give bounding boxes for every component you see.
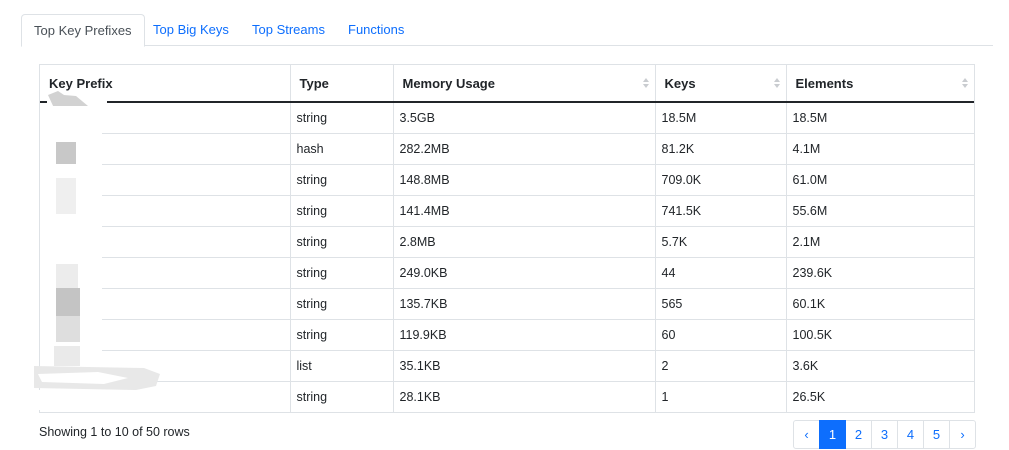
cell-type: string: [289, 102, 393, 133]
cell-memory-usage: 282.2MB: [392, 132, 655, 164]
cell-memory-usage: 35.1KB: [392, 349, 655, 381]
column-header-label: Type: [299, 75, 329, 91]
column-header-elements[interactable]: Elements: [785, 65, 974, 103]
column-header-label: Memory Usage: [402, 75, 495, 91]
cell-key-prefix: [40, 132, 290, 164]
report-tabs: Top Key Prefixes Top Big Keys Top Stream…: [21, 14, 993, 47]
page-4-button[interactable]: 4: [897, 420, 924, 449]
cell-key-prefix: [40, 102, 290, 133]
cell-elements: 60.1K: [785, 287, 974, 319]
table-header-row: Key Prefix Type Memory Usage Keys Elemen…: [40, 65, 974, 103]
cell-keys: 60: [654, 318, 786, 350]
cell-key-prefix: [40, 194, 290, 226]
cell-elements: 239.6K: [785, 256, 974, 288]
page-2-button[interactable]: 2: [845, 420, 872, 449]
page-1-button[interactable]: 1: [819, 420, 846, 449]
cell-elements: 61.0M: [785, 163, 974, 195]
table-row: string 119.9KB 60 100.5K: [40, 318, 974, 350]
cell-memory-usage: 135.7KB: [392, 287, 655, 319]
cell-keys: 18.5M: [654, 102, 786, 133]
table-row: string 2.8MB 5.7K 2.1M: [40, 225, 974, 257]
cell-type: string: [289, 256, 393, 288]
table-row: string 3.5GB 18.5M 18.5M: [40, 102, 974, 133]
table-row: hash 282.2MB 81.2K 4.1M: [40, 132, 974, 164]
cell-elements: 26.5K: [785, 380, 974, 412]
sort-icon[interactable]: [962, 78, 968, 89]
cell-memory-usage: 28.1KB: [392, 380, 655, 412]
cell-key-prefix: [40, 256, 290, 288]
cell-memory-usage: 141.4MB: [392, 194, 655, 226]
cell-type: list: [289, 349, 393, 381]
cell-type: string: [289, 163, 393, 195]
cell-type: string: [289, 287, 393, 319]
cell-elements: 55.6M: [785, 194, 974, 226]
tab-top-big-keys[interactable]: Top Big Keys: [153, 22, 229, 37]
cell-elements: 2.1M: [785, 225, 974, 257]
cell-elements: 18.5M: [785, 102, 974, 133]
page-5-button[interactable]: 5: [923, 420, 950, 449]
next-page-button[interactable]: ›: [949, 420, 976, 449]
cell-keys: 81.2K: [654, 132, 786, 164]
page-3-button[interactable]: 3: [871, 420, 898, 449]
cell-type: string: [289, 194, 393, 226]
cell-keys: 741.5K: [654, 194, 786, 226]
table-row: string 135.7KB 565 60.1K: [40, 287, 974, 319]
cell-memory-usage: 2.8MB: [392, 225, 655, 257]
column-header-key-prefix[interactable]: Key Prefix: [40, 65, 290, 103]
cell-key-prefix: [40, 225, 290, 257]
table-row: list 35.1KB 2 3.6K: [40, 349, 974, 381]
sort-icon[interactable]: [642, 78, 649, 89]
tab-top-key-prefixes[interactable]: Top Key Prefixes: [21, 14, 145, 47]
table-row: string 249.0KB 44 239.6K: [40, 256, 974, 288]
pagination: ‹ 1 2 3 4 5 ›: [793, 420, 976, 449]
cell-elements: 3.6K: [785, 349, 974, 381]
cell-type: hash: [289, 132, 393, 164]
cell-memory-usage: 3.5GB: [392, 102, 655, 133]
cell-elements: 4.1M: [785, 132, 974, 164]
previous-page-button[interactable]: ‹: [793, 420, 820, 449]
sort-icon[interactable]: [773, 78, 780, 89]
cell-keys: 565: [654, 287, 786, 319]
tab-top-streams[interactable]: Top Streams: [252, 22, 325, 37]
cell-keys: 5.7K: [654, 225, 786, 257]
column-header-label: Elements: [795, 75, 854, 91]
cell-memory-usage: 119.9KB: [392, 318, 655, 350]
cell-key-prefix: [40, 349, 290, 381]
table-row: string 148.8MB 709.0K 61.0M: [40, 163, 974, 195]
cell-keys: 44: [654, 256, 786, 288]
cell-keys: 709.0K: [654, 163, 786, 195]
cell-keys: 1: [654, 380, 786, 412]
pagination-summary: Showing 1 to 10 of 50 rows: [39, 425, 190, 439]
column-header-label: Key Prefix: [49, 75, 113, 91]
cell-key-prefix: [40, 287, 290, 319]
cell-type: string: [289, 380, 393, 412]
cell-key-prefix: [40, 163, 290, 195]
cell-memory-usage: 148.8MB: [392, 163, 655, 195]
table-row: string 28.1KB 1 26.5K: [40, 380, 974, 412]
table-row: string 141.4MB 741.5K 55.6M: [40, 194, 974, 226]
key-prefix-table: Key Prefix Type Memory Usage Keys Elemen…: [39, 64, 975, 413]
cell-elements: 100.5K: [785, 318, 974, 350]
column-header-keys[interactable]: Keys: [654, 65, 786, 103]
cell-key-prefix: [40, 318, 290, 350]
column-header-memory-usage[interactable]: Memory Usage: [392, 65, 655, 103]
tab-functions[interactable]: Functions: [348, 22, 405, 37]
cell-type: string: [289, 318, 393, 350]
cell-keys: 2: [654, 349, 786, 381]
cell-memory-usage: 249.0KB: [392, 256, 655, 288]
cell-type: string: [289, 225, 393, 257]
cell-key-prefix: [40, 380, 290, 412]
column-header-type[interactable]: Type: [289, 65, 393, 103]
column-header-label: Keys: [664, 75, 696, 91]
